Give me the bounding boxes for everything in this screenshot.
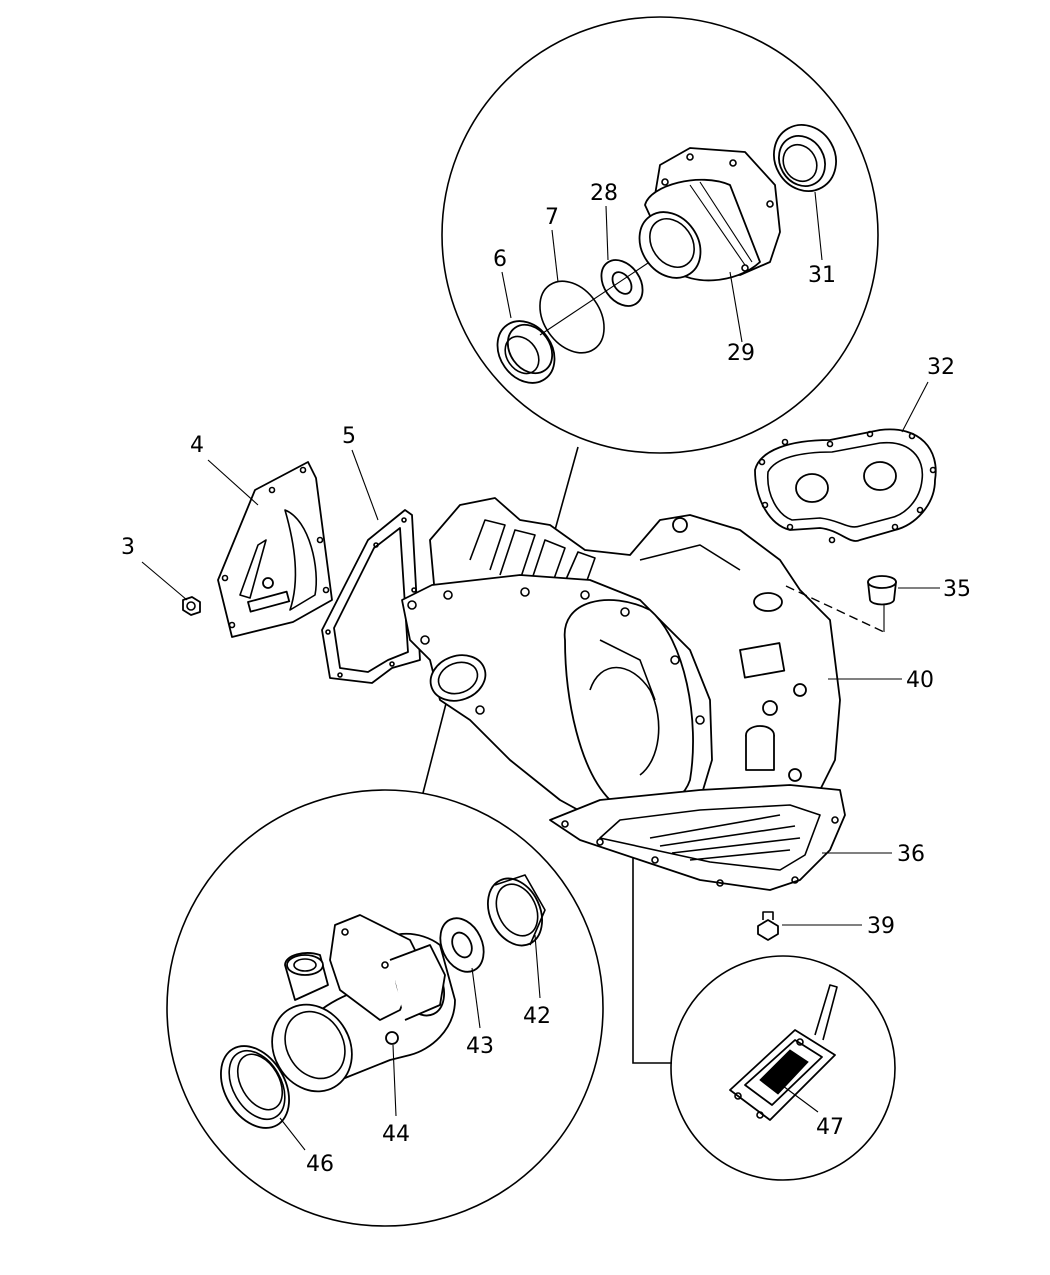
callout-35: 35 bbox=[943, 577, 971, 602]
leader-29 bbox=[729, 271, 743, 343]
detail-circle-top bbox=[441, 16, 879, 454]
leader-5 bbox=[351, 449, 379, 521]
connector-top bbox=[554, 446, 579, 531]
callout-5: 5 bbox=[342, 424, 356, 449]
callout-40: 40 bbox=[906, 668, 934, 693]
leader-28 bbox=[605, 205, 609, 261]
leader-7 bbox=[551, 229, 559, 283]
leader-43 bbox=[471, 967, 481, 1029]
part-31-seal bbox=[773, 124, 837, 192]
detail-circle-bottom-left bbox=[166, 789, 604, 1227]
callout-47: 47 bbox=[816, 1115, 844, 1140]
callout-4: 4 bbox=[190, 433, 204, 458]
leader-32 bbox=[901, 381, 929, 433]
part-46-seal bbox=[220, 1045, 290, 1129]
callout-39: 39 bbox=[867, 914, 895, 939]
part-3-bolt bbox=[182, 596, 201, 616]
transaxle-case bbox=[401, 497, 841, 831]
leader-3 bbox=[141, 561, 188, 601]
assembly-axis-top bbox=[539, 254, 661, 336]
part-39-drain-plug bbox=[757, 911, 779, 941]
part-4-cover-plate bbox=[217, 461, 333, 638]
part-44-adapter-housing bbox=[271, 914, 456, 1093]
callout-28: 28 bbox=[590, 181, 618, 206]
part-36-oil-pan bbox=[549, 784, 846, 891]
part-47-filter bbox=[729, 984, 838, 1121]
part-43-washer bbox=[439, 917, 485, 973]
callout-44: 44 bbox=[382, 1122, 410, 1147]
part-35-sleeve bbox=[867, 575, 897, 606]
leader-31 bbox=[814, 191, 823, 261]
leader-6 bbox=[501, 271, 512, 319]
leader-44 bbox=[392, 1044, 397, 1117]
callout-36: 36 bbox=[897, 842, 925, 867]
connector-bottom-left bbox=[422, 687, 451, 794]
callout-32: 32 bbox=[927, 355, 955, 380]
callout-43: 43 bbox=[466, 1034, 494, 1059]
callout-3: 3 bbox=[121, 535, 135, 560]
part-42-seal bbox=[487, 874, 546, 947]
part-32-rear-cover bbox=[754, 428, 937, 544]
leader-46 bbox=[279, 1117, 306, 1151]
leader-dashed-35 bbox=[785, 585, 885, 633]
callout-29: 29 bbox=[727, 341, 755, 366]
detail-circle-bottom-right bbox=[670, 955, 896, 1181]
part-28-washer bbox=[600, 259, 644, 307]
callout-42: 42 bbox=[523, 1004, 551, 1029]
leader-42 bbox=[534, 934, 541, 999]
callout-6: 6 bbox=[493, 247, 507, 272]
part-6-seal bbox=[496, 320, 556, 384]
callout-46: 46 bbox=[306, 1152, 334, 1177]
part-7-o-ring bbox=[539, 280, 605, 354]
part-29-extension-housing bbox=[638, 147, 781, 282]
callout-31: 31 bbox=[808, 263, 836, 288]
leader-4 bbox=[207, 459, 259, 506]
leader-47 bbox=[782, 1085, 819, 1113]
part-5-gasket bbox=[321, 509, 421, 684]
callout-7: 7 bbox=[545, 205, 559, 230]
